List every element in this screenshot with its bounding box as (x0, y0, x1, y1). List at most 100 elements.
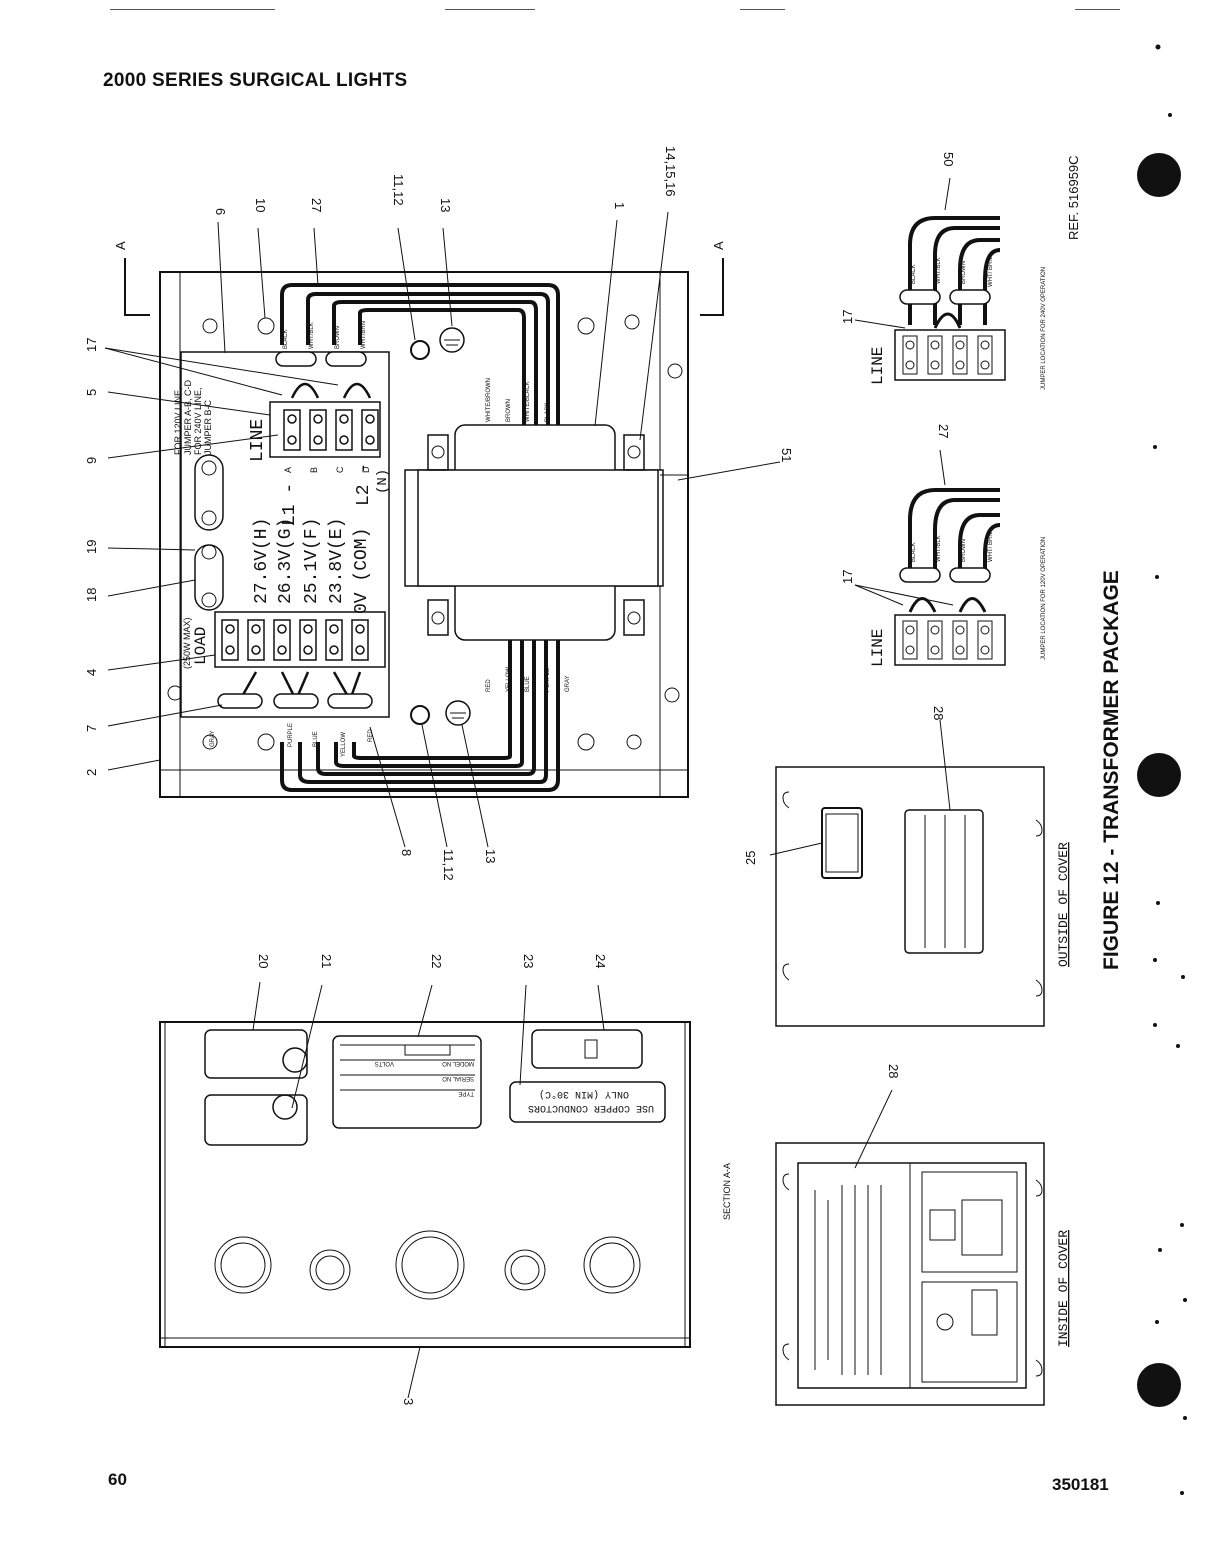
section-a-a-label: SECTION A-A (722, 1163, 732, 1220)
callout-2: 2 (84, 769, 99, 776)
voltage-h: 27.6V(H) (252, 518, 272, 604)
section-marker-right: A (711, 241, 726, 250)
binder-hole (1137, 753, 1181, 797)
callout-3: 3 (401, 1398, 416, 1405)
terminal-c: C (335, 466, 345, 473)
jumper-wire-wht-blk-120: WHT/BLK (936, 535, 942, 562)
page-number: 60 (108, 1470, 127, 1489)
main-transformer-view: A A (104, 211, 781, 848)
wire-gray: GRAY (565, 675, 571, 692)
copper-label-line-2: ONLY (MIN 30°C) (539, 1088, 629, 1100)
voltage-e: 23.8V(E) (327, 518, 347, 604)
jumper-wire-black-120: BLACK (911, 542, 917, 562)
line-label-240: LINE (869, 347, 887, 385)
callout-10: 10 (253, 198, 268, 212)
top-rule (1075, 9, 1120, 10)
wire-blue: BLUE (525, 676, 531, 692)
outside-cover-caption: OUTSIDE OF COVER (1056, 842, 1071, 967)
voltage-g: 26.3V(G) (276, 518, 296, 604)
callout-13-bottom: 13 (483, 849, 498, 863)
document-number: 350181 (1052, 1475, 1109, 1494)
jumper-view-120v (854, 449, 1006, 666)
callout-11-12-bottom: 11,12 (441, 849, 456, 881)
top-rule (740, 9, 785, 10)
callout-8: 8 (399, 849, 414, 856)
jumper-view-240v-labels: LINE 17 50 BLACK WHT/BLK BROWN WHT/ BRN … (840, 152, 1047, 390)
callout-1: 1 (612, 202, 627, 209)
terminal-a: A (283, 467, 293, 473)
callout-25: 25 (743, 851, 758, 865)
main-view-labels: 17 5 9 19 18 4 7 2 6 10 27 11,12 13 1 14… (84, 146, 794, 881)
callout-18: 18 (84, 588, 99, 602)
callout-20: 20 (256, 954, 271, 968)
top-rule (110, 9, 275, 10)
jumper-view-240v (854, 177, 1006, 381)
callout-19: 19 (84, 540, 99, 554)
callout-14-15-16: 14,15,16 (663, 146, 678, 197)
nameplate-type: TYPE (458, 1090, 474, 1096)
jumper-wire-brown: BROWN (961, 261, 967, 284)
callout-4: 4 (84, 669, 99, 676)
callout-5: 5 (84, 389, 99, 396)
top-rule (445, 9, 535, 10)
section-marker-left: A (113, 241, 128, 250)
line-label-120: LINE (869, 629, 887, 667)
load-wire-red: RED (368, 729, 374, 742)
nameplate-model: MODEL NO (442, 1060, 474, 1066)
callout-24: 24 (593, 954, 608, 968)
wire-white-brown: WHITE/BROWN (486, 378, 492, 422)
jumper-note-line-4: JUMPER B-C (203, 399, 213, 455)
nameplate-serial: SERIAL NO (442, 1075, 474, 1081)
wire-yellow: YELLOW (506, 667, 512, 692)
load-note: (250W MAX) (182, 617, 192, 669)
copper-label-line-1: USE COPPER CONDUCTORS (528, 1102, 654, 1113)
jumper-wire-wht-blk: WHT/BLK (936, 257, 942, 284)
callout-17: 17 (84, 338, 99, 352)
callout-28-inside: 28 (886, 1064, 901, 1078)
figure-ref: REF. 516959C (1066, 155, 1081, 240)
wire-purple: PURPLE (545, 668, 551, 692)
section-a-a-view (159, 981, 691, 1399)
callout-9: 9 (84, 457, 99, 464)
wire-brown: BROWN (335, 326, 341, 349)
caption-240v: JUMPER LOCATION FOR 240V OPERATION (1041, 267, 1047, 390)
wire-brown-2: BROWN (506, 399, 512, 422)
load-wire-yellow: YELLOW (341, 732, 347, 757)
outside-cover-view (769, 719, 1045, 1027)
jumper-wire-wht-brn: WHT/ BRN (988, 257, 994, 287)
terminal-b: B (309, 467, 319, 473)
load-label: LOAD (192, 627, 210, 665)
figure-caption: FIGURE 12 - TRANSFORMER PACKAGE (1100, 570, 1123, 970)
binder-hole (1137, 1363, 1181, 1407)
n-label: (N) (375, 469, 391, 494)
l1-label: L1 - (280, 483, 300, 526)
jumper-wire-wht-brn-120: WHT/ BRN (988, 532, 994, 562)
callout-28-outside: 28 (931, 706, 946, 720)
l2-label: L2 - (354, 463, 374, 506)
line-label: LINE (248, 419, 268, 462)
callout-27-120: 27 (936, 424, 951, 438)
section-a-a-labels: 20 21 22 23 24 3 USE COPPER CONDUCTORS O… (256, 954, 732, 1405)
jumper-note-line-2: JUMPER A-B, C-D (183, 379, 193, 455)
voltage-com: 0V (COM) (352, 528, 372, 614)
load-wire-gray: GRAY (210, 730, 216, 747)
callout-7: 7 (84, 725, 99, 732)
callout-27: 27 (309, 198, 324, 212)
wire-red: RED (486, 679, 492, 692)
callout-17-240: 17 (840, 310, 855, 324)
wire-white-black: WHITE/BLACK (525, 381, 531, 422)
jumper-wire-black: BLACK (911, 264, 917, 284)
nameplate-volts: VOLTS (375, 1060, 394, 1066)
jumper-note-line-3: FOR 240V LINE, (193, 387, 203, 455)
callout-6: 6 (213, 208, 228, 215)
inside-cover-view (775, 1089, 1045, 1406)
terminal-d: D (361, 466, 371, 473)
inside-cover-caption: INSIDE OF COVER (1056, 1230, 1071, 1347)
inside-cover-labels: 28 INSIDE OF COVER (886, 1064, 1071, 1347)
wire-wht-blk: WHT/BLK (309, 322, 315, 349)
callout-23: 23 (521, 954, 536, 968)
callout-50: 50 (941, 152, 956, 166)
load-wire-purple: PURPLE (288, 723, 294, 747)
voltage-f: 25.1V(F) (302, 518, 322, 604)
